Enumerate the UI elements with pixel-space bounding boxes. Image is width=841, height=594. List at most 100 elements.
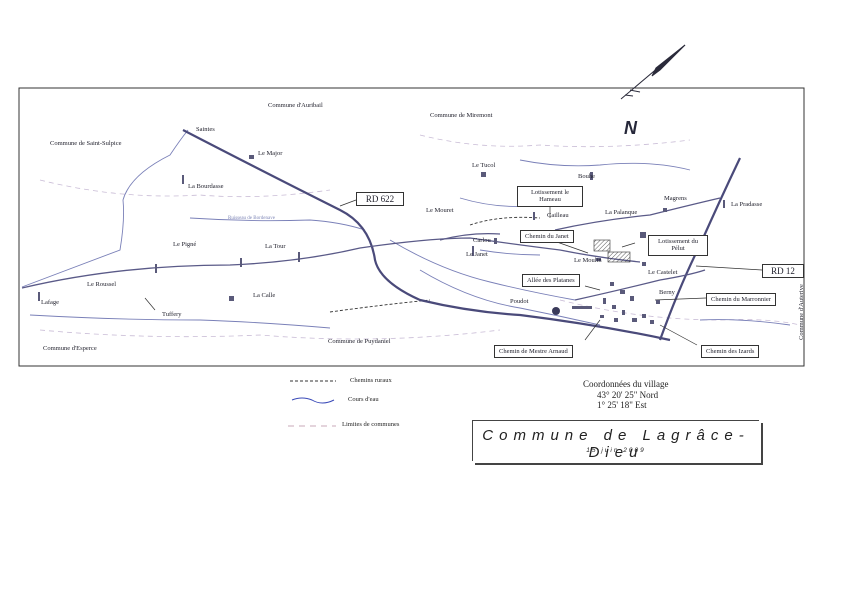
callout-chemin-mestre-arnaud: Chemin de Mestre Arnaud: [494, 345, 573, 359]
rural-path-line: [469, 216, 541, 226]
callout-allee-platanes: Allée des Platanes: [522, 274, 580, 288]
building-marker: [596, 258, 601, 261]
building-marker: [663, 208, 667, 212]
place-berny: Berny: [659, 289, 675, 296]
buildings: [38, 155, 725, 324]
coords-lat: 43° 20' 25" Nord: [597, 390, 659, 400]
secondary-roads: [21, 197, 721, 301]
commune-auribail-label: Commune d'Auribail: [268, 102, 323, 109]
building-marker: [600, 315, 604, 318]
place-le-castelet: Le Castelet: [648, 269, 678, 276]
building-marker: [650, 320, 654, 324]
road-rd622-line: [182, 129, 671, 342]
building-marker: [642, 314, 646, 318]
coords-lon: 1° 25' 18" Est: [597, 400, 647, 410]
building-marker: [155, 264, 157, 273]
place-la-palanque: La Palanque: [605, 209, 638, 216]
map-title: Commune de Lagrâce-Dieu: [482, 427, 750, 461]
building-marker: [298, 252, 300, 262]
place-lafage: Lafage: [41, 299, 60, 306]
legend-chemins-ruraux: Chemins ruraux: [350, 377, 392, 384]
north-arrow: [620, 44, 686, 100]
legend-limites: Limites de communes: [342, 421, 400, 428]
building-marker: [620, 290, 625, 294]
callout-chemin-izards: Chemin des Izards: [701, 345, 760, 359]
commune-puydaniel-label: Commune de Puydaniel: [328, 338, 391, 345]
boundary-line: [39, 179, 331, 198]
place-poudot: Poudot: [510, 298, 529, 305]
place-tuffery: Tuffery: [162, 311, 182, 318]
building-marker: [614, 318, 618, 322]
building-marker: [610, 282, 614, 286]
building-marker: [640, 232, 646, 238]
place-le-mouret: Le Mouret: [426, 207, 454, 214]
callout-chemin-janet: Chemin du Janet: [520, 230, 574, 244]
secondary-road-line: [439, 232, 501, 241]
callout-chemin-marronnier: Chemin du Marronnier: [706, 293, 776, 307]
secondary-road-line: [554, 197, 721, 231]
lotissement-pelut-area: [607, 251, 631, 263]
building-marker: [723, 200, 725, 208]
place-le-janet: Le Janet: [466, 251, 488, 258]
stream-line: [699, 319, 791, 326]
place-la-tour: La Tour: [265, 243, 286, 250]
place-le-moulin: Le Moulin: [574, 257, 602, 264]
place-le-tucol: Le Tucol: [472, 162, 496, 169]
north-label: N: [624, 118, 637, 138]
place-cailleau: Cailleau: [547, 212, 569, 219]
building-marker: [612, 305, 616, 309]
building-marker: [182, 175, 184, 184]
road-rd622-label: RD 622: [356, 192, 404, 206]
place-la-bourdasse: La Bourdasse: [188, 183, 224, 190]
building-marker: [603, 298, 606, 304]
building-marker: [38, 292, 40, 301]
place-la-calle: La Calle: [253, 292, 276, 299]
place-la-pradasse: La Pradasse: [731, 201, 763, 208]
place-le-pigne: Le Pigné: [173, 241, 197, 248]
commune-saint-sulpice-label: Commune de Saint-Sulpice: [50, 140, 122, 147]
stream-ruisseau-label: Ruisseau de Bordenave: [228, 216, 275, 221]
rural-paths: [329, 216, 541, 313]
place-le-roussel: Le Roussel: [87, 281, 117, 288]
building-marker: [632, 318, 637, 322]
building-marker: [590, 172, 593, 180]
building-marker: [572, 306, 592, 309]
place-saintes: Saintes: [196, 126, 215, 133]
stream-line: [419, 269, 601, 326]
map-date: 15 juin 2009: [586, 447, 646, 454]
building-marker: [494, 238, 497, 244]
building-marker: [533, 212, 535, 220]
streams: [21, 129, 791, 329]
boundary-line: [419, 134, 691, 148]
commune-esperce-label: Commune d'Esperce: [43, 345, 97, 352]
map-frame: [18, 87, 805, 367]
rd12-leader: [695, 265, 763, 271]
building-marker: [240, 258, 242, 267]
place-carlou: Carlou: [473, 237, 491, 244]
callout-lotissement-pelut: Lotissement du Pélut: [648, 235, 708, 256]
secondary-road-line: [574, 269, 706, 301]
coords-heading: Coordonnées du village: [583, 379, 669, 389]
stream-line: [189, 217, 366, 231]
callout-lotissement-hameau: Lotissement le Hameau: [517, 186, 583, 207]
secondary-road-line: [21, 237, 641, 289]
stream-line: [21, 129, 189, 288]
building-marker: [656, 300, 660, 304]
commune-auterive-label: Commune d'Auterive: [798, 284, 805, 340]
commune-boundaries: [39, 134, 801, 340]
rd622-leader: [339, 199, 357, 207]
stream-line: [479, 249, 541, 256]
rural-path-line: [329, 299, 431, 313]
stream-line: [389, 239, 576, 301]
legend-stream-symbol: [291, 397, 335, 404]
building-marker: [229, 296, 234, 301]
boundary-line: [39, 329, 501, 340]
village-church-marker: [552, 307, 560, 315]
commune-miremont-label: Commune de Miremont: [430, 112, 493, 119]
stream-line: [519, 159, 691, 171]
place-le-major: Le Major: [258, 150, 283, 157]
stream-line: [29, 314, 331, 329]
place-bouhe: Bouhe: [578, 173, 595, 180]
building-marker: [642, 262, 646, 266]
